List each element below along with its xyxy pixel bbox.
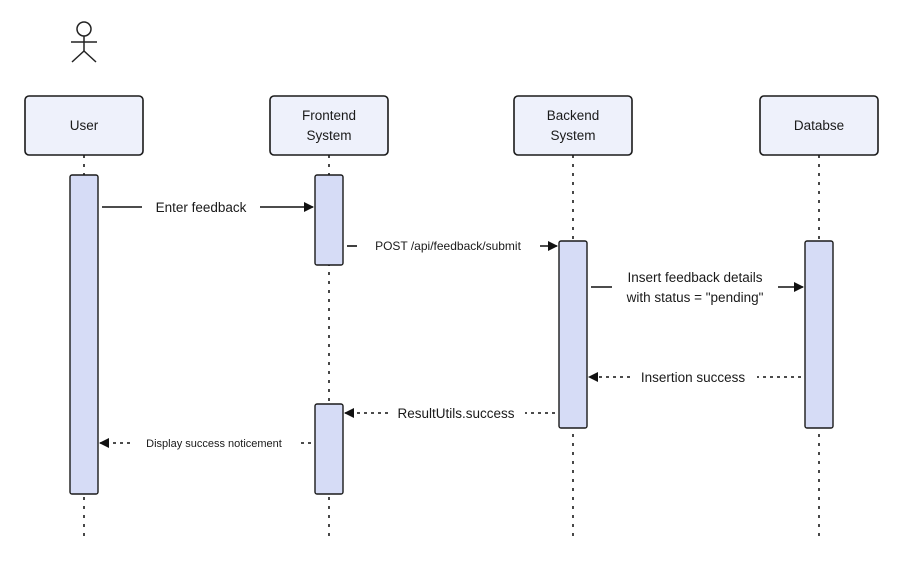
- message-post-submit-label: POST /api/feedback/submit: [375, 239, 522, 253]
- message-post-submit: POST /api/feedback/submit: [347, 239, 558, 253]
- message-result-success-label: ResultUtils.success: [397, 406, 514, 421]
- activation-backend: [558, 240, 588, 429]
- message-insert-details-label-line2: with status = "pending": [626, 290, 764, 305]
- participant-frontend: Frontend System: [269, 95, 389, 156]
- message-insert-details-label-line1: Insert feedback details: [627, 270, 762, 285]
- message-insert-details: Insert feedback details with status = "p…: [591, 270, 804, 305]
- activation-frontend-1: [314, 174, 344, 266]
- participant-database-label: Databse: [794, 118, 844, 133]
- message-insertion-success: Insertion success: [588, 370, 801, 385]
- activation-frontend-2: [314, 403, 344, 495]
- message-display-success: Display success noticement: [99, 438, 311, 450]
- participant-frontend-label-line1: Frontend: [302, 108, 356, 123]
- person-icon: [71, 21, 97, 63]
- message-enter-feedback: Enter feedback: [102, 200, 314, 215]
- activation-user: [69, 174, 99, 495]
- participant-backend-label-line2: System: [550, 128, 595, 143]
- participant-user-label: User: [70, 118, 99, 133]
- message-enter-feedback-label: Enter feedback: [156, 200, 247, 215]
- activation-database: [804, 240, 834, 429]
- participant-database: Databse: [759, 95, 879, 156]
- participant-user: User: [24, 95, 144, 156]
- message-display-success-label: Display success noticement: [146, 438, 282, 450]
- participant-backend-label-line1: Backend: [547, 108, 600, 123]
- message-insertion-success-label: Insertion success: [641, 370, 746, 385]
- participant-backend: Backend System: [513, 95, 633, 156]
- message-result-success: ResultUtils.success: [344, 406, 555, 421]
- participant-frontend-label-line2: System: [306, 128, 351, 143]
